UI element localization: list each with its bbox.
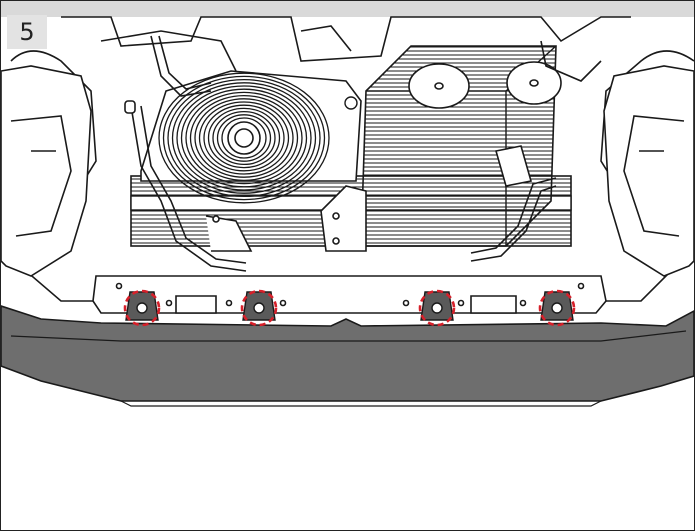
horn-right <box>506 61 562 105</box>
mount-highlight-circle <box>418 289 456 327</box>
horn-left <box>408 63 470 109</box>
coil-ring <box>212 110 276 166</box>
mount-bracket <box>420 291 454 321</box>
dipstick <box>124 100 136 114</box>
mount-bolt <box>551 302 563 314</box>
mount-bolt <box>136 302 148 314</box>
bumper-mount-brackets <box>125 291 574 321</box>
bumper-cover <box>1 305 694 407</box>
coil-ring <box>185 91 303 185</box>
mount-highlight-circle <box>240 289 278 327</box>
mount-bolt <box>253 302 265 314</box>
bumper-crossmember <box>92 275 607 314</box>
engine-bay-frame <box>10 16 694 302</box>
coil-ring <box>176 85 312 191</box>
mount-bracket <box>540 291 574 321</box>
header-strip <box>1 1 694 17</box>
mount-bracket <box>125 291 159 321</box>
coil-ring <box>171 82 317 194</box>
coil-ring <box>198 101 290 175</box>
left-headlight-housing <box>1 65 92 277</box>
coil-ring <box>162 75 326 201</box>
coil-ring <box>221 117 267 159</box>
right-headlight-housing <box>603 65 694 277</box>
radiator-bracket <box>205 185 367 252</box>
mount-highlight-circles <box>123 289 576 327</box>
coil-ring <box>203 104 285 172</box>
mount-highlight-circle <box>123 289 161 327</box>
coil-ring <box>216 114 272 162</box>
mount-bolt <box>431 302 443 314</box>
coil-ring <box>189 94 299 182</box>
mount-highlight-circle <box>538 289 576 327</box>
coil-ring <box>180 88 308 188</box>
coil-ring <box>167 78 321 198</box>
coolant-pipes <box>130 35 602 272</box>
mount-bracket <box>242 291 276 321</box>
coil-ring <box>158 72 330 204</box>
step-number-badge: 5 <box>7 15 47 49</box>
coil-ring <box>194 98 294 178</box>
coil-ring <box>207 107 281 169</box>
fan-coil <box>140 70 362 204</box>
